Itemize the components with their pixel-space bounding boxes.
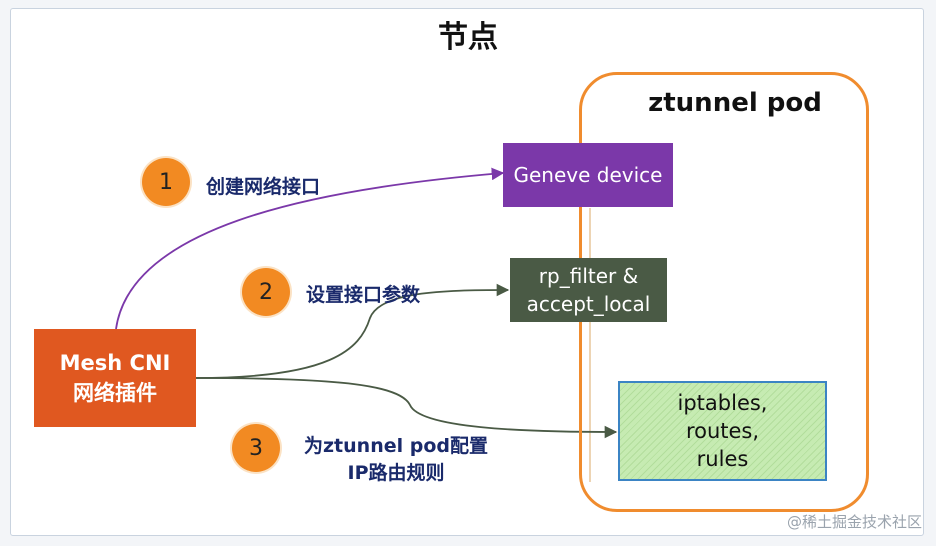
- step-3-badge: 3: [232, 424, 280, 472]
- geneve-device-box: Geneve device: [503, 143, 673, 207]
- ztunnel-pod-title: ztunnel pod: [648, 88, 822, 118]
- network-plugin-label: 网络插件: [73, 381, 157, 405]
- watermark: @稀土掘金技术社区: [786, 513, 922, 531]
- iptables-label: iptables,: [677, 391, 768, 415]
- arrow-create-interface: [115, 167, 505, 330]
- step-2-number: 2: [259, 279, 273, 305]
- accept-local-label: accept_local: [526, 292, 651, 316]
- step-1-label: 创建网络接口: [206, 176, 321, 198]
- step-3-number: 3: [249, 435, 263, 461]
- step-3-label: 为ztunnel pod配置 IP路由规则: [286, 433, 506, 487]
- rp-filter-label: rp_filter &: [538, 264, 639, 288]
- step-2-label: 设置接口参数: [306, 284, 421, 306]
- arrow-configure-routes: [195, 377, 618, 439]
- step-1-badge: 1: [142, 158, 190, 206]
- step-1-number: 1: [159, 169, 173, 195]
- arrow-set-params: [195, 283, 510, 379]
- node-title: 节点: [438, 20, 498, 55]
- rp-filter-box: rp_filter & accept_local: [510, 258, 667, 322]
- hatch-texture: [620, 383, 825, 479]
- step-2-badge: 2: [242, 268, 290, 316]
- iptables-routes-rules-box: iptables, routes, rules: [618, 381, 827, 481]
- step-3-label-line1: 为ztunnel pod配置: [304, 435, 488, 457]
- routes-label: routes,: [685, 419, 760, 443]
- rules-label: rules: [696, 447, 749, 471]
- step-3-label-line2: IP路由规则: [347, 462, 445, 484]
- mesh-cni-label: Mesh CNI: [59, 351, 171, 375]
- geneve-device-label: Geneve device: [513, 163, 663, 187]
- mesh-cni-box: Mesh CNI 网络插件: [34, 329, 196, 427]
